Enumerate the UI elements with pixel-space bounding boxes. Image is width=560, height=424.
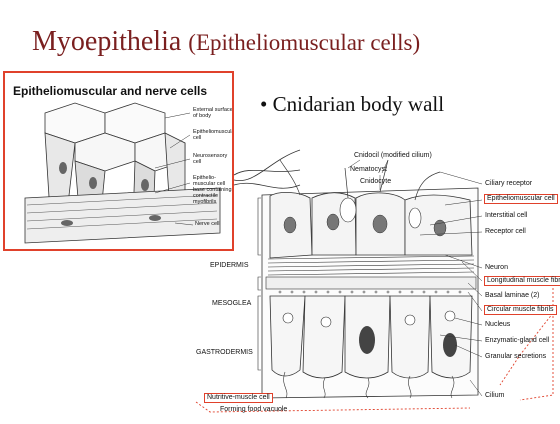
label-enzymatic-gland: Enzymatic-gland cell — [485, 337, 549, 345]
label-cnidocyte: Cnidocyte — [360, 178, 391, 186]
layer-mesoglea: MESOGLEA — [212, 300, 251, 307]
label-granular-secretions: Granular secretions — [485, 353, 546, 361]
label-food-vacuole: Forming food vacuole — [220, 406, 287, 414]
label-longitudinal-muscle: Longitudinal muscle fibrils — [484, 276, 560, 286]
label-cilium: Cilium — [485, 392, 504, 400]
label-circular-muscle: Circular muscle fibrils — [484, 305, 557, 315]
label-receptor-cell: Receptor cell — [485, 228, 526, 236]
layer-gastrodermis: GASTRODERMIS — [196, 349, 253, 356]
label-interstitial-cell: Interstitial cell — [485, 212, 527, 220]
label-epitheliomuscular-cell: Epitheliomuscular cell — [484, 194, 558, 204]
label-ciliary-receptor: Ciliary receptor — [485, 180, 532, 188]
label-cnidocil: Cnidocil (modified cilium) — [354, 152, 432, 160]
label-nucleus: Nucleus — [485, 321, 510, 329]
label-neuron: Neuron — [485, 264, 508, 272]
label-nutritive-muscle: Nutritive-muscle cell — [204, 393, 273, 403]
label-basal-laminae: Basal laminae (2) — [485, 292, 539, 300]
label-nematocyst: Nematocyst — [350, 166, 387, 174]
layer-epidermis: EPIDERMIS — [210, 262, 249, 269]
